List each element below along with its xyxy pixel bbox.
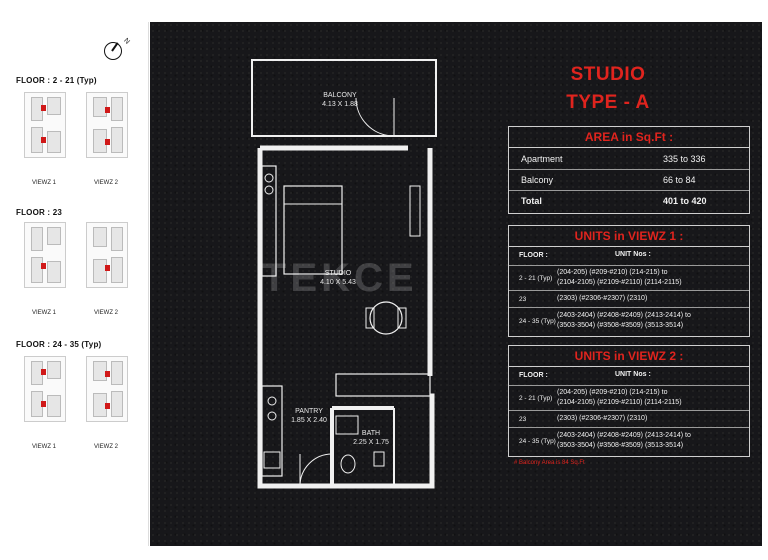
viewz2-table-title: UNITS in VIEWZ 2 :: [509, 346, 749, 367]
area-value: 401 to 420: [663, 196, 707, 206]
units-cell: (2303) (#2306-#2307) (2310): [557, 295, 648, 302]
table-header-row: FLOOR : UNIT Nos :: [509, 367, 749, 386]
balcony-label: BALCONY: [323, 92, 357, 99]
area-row: Balcony 66 to 84: [509, 170, 749, 191]
viewz2-caption: VIEWZ 2: [93, 444, 118, 450]
units-cell: (2403-2404) (#2408-#2409) (2413-2414) to…: [557, 432, 691, 449]
floor-cell: 23: [519, 416, 527, 423]
unit-type-title: STUDIO: [570, 64, 646, 85]
key-plan-viewz2-floor-23: [86, 222, 128, 288]
key-plan-viewz2-floor-24-35: [86, 356, 128, 422]
key-plan-viewz1-floor-23: [24, 222, 66, 288]
studio-size: 4.10 X 5.43: [320, 279, 356, 286]
viewz1-table-title: UNITS in VIEWZ 1 :: [509, 226, 749, 247]
bath-label: BATH: [361, 430, 381, 437]
area-table: AREA in Sq.Ft : Apartment 335 to 336 Bal…: [508, 126, 750, 214]
floor-cell: 2 - 21 (Typ): [519, 395, 553, 402]
pantry-size: 1.85 X 2.40: [291, 417, 327, 424]
area-label: Apartment: [521, 154, 563, 164]
area-label: Balcony: [521, 175, 554, 185]
units-cell: (2403-2404) (#2408-#2409) (2413-2414) to…: [557, 312, 691, 329]
studio-label: STUDIO: [324, 270, 352, 277]
viewz1-caption: VIEWZ 1: [31, 444, 56, 450]
table-row: 24 - 35 (Typ) (2403-2404) (#2408-#2409) …: [509, 428, 749, 454]
units-cell: (204-205) (#209-#210) (214-215) to (2104…: [557, 269, 682, 286]
key-plan-viewz1-floor-2-21: [24, 92, 66, 158]
area-value: 66 to 84: [663, 175, 696, 185]
units-header: UNIT Nos :: [615, 251, 651, 258]
viewz2-units-table: UNITS in VIEWZ 2 : FLOOR : UNIT Nos : 2 …: [508, 345, 750, 457]
studio-floor-plan: [251, 59, 437, 489]
floor-label-24-35: FLOOR : 24 - 35 (Typ): [16, 340, 102, 349]
floor-cell: 24 - 35 (Typ): [519, 318, 556, 325]
table-row: 24 - 35 (Typ) (2403-2404) (#2408-#2409) …: [509, 308, 749, 334]
table-row: 2 - 21 (Typ) (204-205) (#209-#210) (214-…: [509, 266, 749, 291]
unit-type-subtitle: TYPE - A: [566, 92, 650, 113]
watermark-logo: TEKCE: [262, 256, 418, 300]
floor-label-2-21: FLOOR : 2 - 21 (Typ): [16, 76, 97, 85]
viewz2-caption: VIEWZ 2: [93, 310, 118, 316]
floor-header: FLOOR :: [519, 252, 548, 259]
floor-cell: 2 - 21 (Typ): [519, 275, 553, 282]
table-row: 23 (2303) (#2306-#2307) (2310): [509, 411, 749, 428]
balcony-footnote: # Balcony Area is 84 Sq.Ft: [514, 460, 585, 466]
floor-header: FLOOR :: [519, 372, 548, 379]
units-header: UNIT Nos :: [615, 371, 651, 378]
viewz1-caption: VIEWZ 1: [31, 180, 56, 186]
units-cell: (2303) (#2306-#2307) (2310): [557, 415, 648, 422]
units-cell: (204-205) (#209-#210) (214-215) to (2104…: [557, 389, 682, 406]
north-arrow-icon: [104, 42, 122, 60]
floor-cell: 24 - 35 (Typ): [519, 438, 556, 445]
key-plan-viewz2-floor-2-21: [86, 92, 128, 158]
table-row: 23 (2303) (#2306-#2307) (2310): [509, 291, 749, 308]
floor-cell: 23: [519, 296, 527, 303]
area-value: 335 to 336: [663, 154, 706, 164]
table-row: 2 - 21 (Typ) (204-205) (#209-#210) (214-…: [509, 386, 749, 411]
viewz1-caption: VIEWZ 1: [31, 310, 56, 316]
pantry-label: PANTRY: [295, 408, 323, 415]
viewz2-caption: VIEWZ 2: [93, 180, 118, 186]
key-plan-viewz1-floor-24-35: [24, 356, 66, 422]
area-table-title: AREA in Sq.Ft :: [509, 127, 749, 148]
bath-size: 2.25 X 1.75: [353, 439, 389, 446]
area-row: Apartment 335 to 336: [509, 149, 749, 170]
area-row-total: Total 401 to 420: [509, 191, 749, 211]
area-label: Total: [521, 196, 542, 206]
viewz1-units-table: UNITS in VIEWZ 1 : FLOOR : UNIT Nos : 2 …: [508, 225, 750, 337]
table-header-row: FLOOR : UNIT Nos :: [509, 247, 749, 266]
balcony-size: 4.13 X 1.88: [322, 101, 358, 108]
floor-label-23: FLOOR : 23: [16, 208, 63, 217]
